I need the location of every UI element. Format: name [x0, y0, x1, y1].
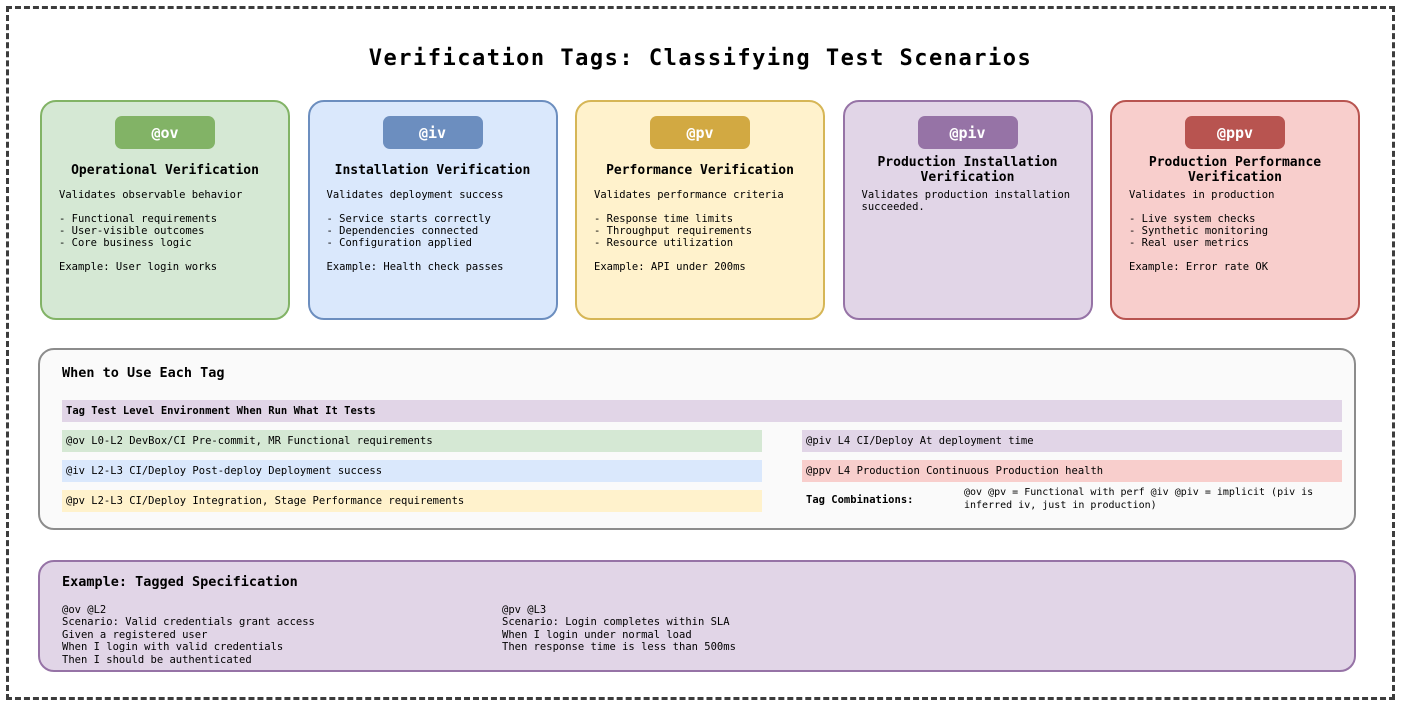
tag-combinations-text: @ov @pv = Functional with perf @iv @piv … [964, 487, 1314, 511]
card-ppv: @ppv Production Performance Verification… [1110, 100, 1360, 320]
card-title-piv: Production Installation Verification [877, 155, 1058, 185]
when-to-use-title: When to Use Each Tag [62, 365, 225, 381]
example-title: Example: Tagged Specification [62, 574, 298, 590]
card-title-pv: Performance Verification [606, 162, 794, 178]
card-body-ppv: Validates in production - Live system ch… [1129, 189, 1275, 273]
when-to-use-section: When to Use Each Tag Tag Test Level Envi… [38, 348, 1356, 530]
card-body-pv: Validates performance criteria - Respons… [594, 189, 784, 273]
card-title-ppv: Production Performance Verification [1148, 155, 1322, 185]
card-body-iv: Validates deployment success - Service s… [326, 189, 504, 273]
tag-badge-iv: @iv [382, 116, 483, 149]
usage-row-ppv: @ppv L4 Production Continuous Production… [802, 460, 1342, 482]
usage-row-pv: @pv L2-L3 CI/Deploy Integration, Stage P… [62, 490, 762, 512]
tag-badge-ppv: @ppv [1185, 116, 1285, 149]
tag-combinations-label: Tag Combinations: [806, 494, 914, 506]
card-title-ov: Operational Verification [71, 162, 259, 178]
tag-badge-piv: @piv [917, 116, 1018, 149]
card-title-iv: Installation Verification [334, 162, 531, 178]
card-ov: @ov Operational Verification Validates o… [40, 100, 290, 320]
tag-cards-row: @ov Operational Verification Validates o… [40, 100, 1360, 320]
example-spec-pv: @pv @L3 Scenario: Login completes within… [502, 604, 736, 654]
usage-row-piv: @piv L4 CI/Deploy At deployment time [802, 430, 1342, 452]
tag-badge-ov: @ov [115, 116, 215, 149]
card-iv: @iv Installation Verification Validates … [307, 100, 558, 320]
tag-badge-pv: @pv [650, 116, 750, 149]
card-piv: @piv Production Installation Verificatio… [842, 100, 1093, 320]
usage-row-iv: @iv L2-L3 CI/Deploy Post-deploy Deployme… [62, 460, 762, 482]
usage-row-ov: @ov L0-L2 DevBox/CI Pre-commit, MR Funct… [62, 430, 762, 452]
page-title: Verification Tags: Classifying Test Scen… [368, 46, 1033, 71]
card-body-ov: Validates observable behavior - Function… [59, 189, 243, 273]
card-body-piv: Validates production installation succee… [861, 189, 1071, 213]
example-spec-ov: @ov @L2 Scenario: Valid credentials gran… [62, 604, 315, 666]
tag-combinations: Tag Combinations: @ov @pv = Functional w… [806, 486, 1346, 512]
example-section: Example: Tagged Specification @ov @L2 Sc… [38, 560, 1356, 672]
card-pv: @pv Performance Verification Validates p… [575, 100, 825, 320]
usage-table-header: Tag Test Level Environment When Run What… [62, 400, 1342, 422]
